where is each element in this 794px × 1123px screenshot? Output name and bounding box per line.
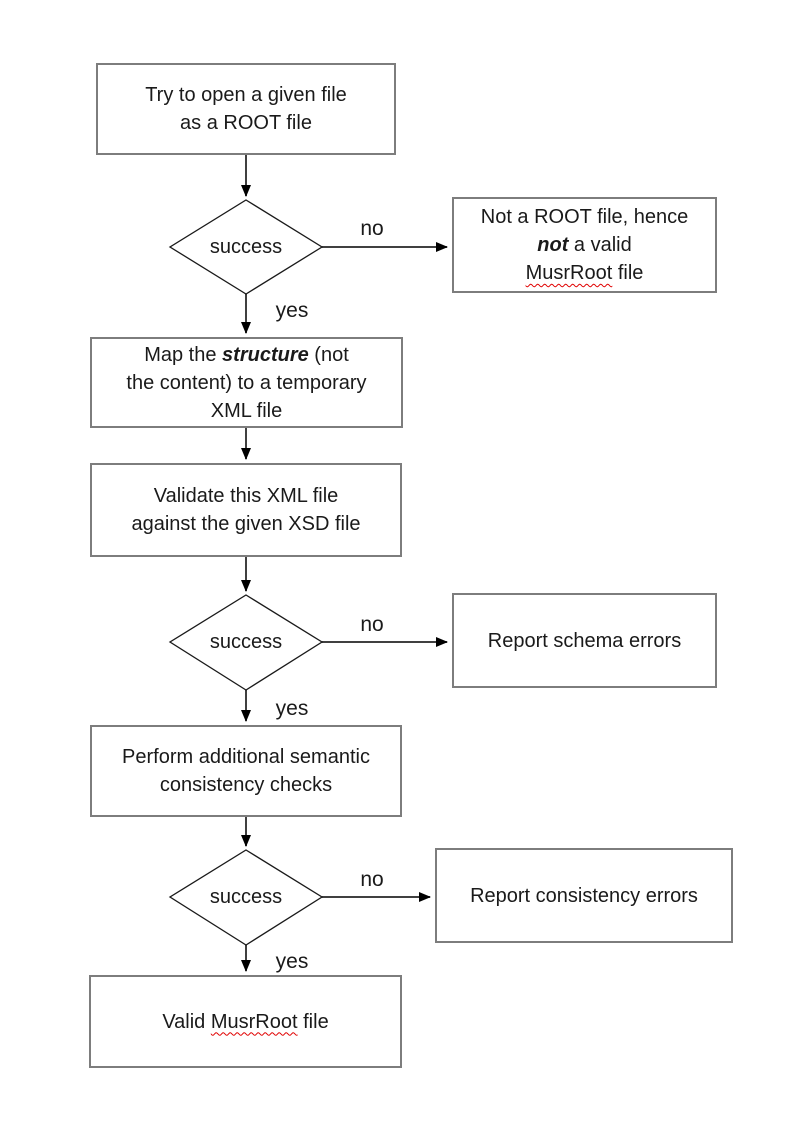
edge-label-yes-1: yes: [275, 299, 309, 322]
decision-diamond-1: [168, 199, 324, 295]
text-segment: structure: [222, 343, 309, 366]
flowchart-box-perform-checks: Perform additional semantic consistency c…: [90, 725, 402, 817]
box-text-valid-file: Valid MusrRoot file: [162, 1008, 328, 1036]
text-segment: file: [612, 262, 644, 284]
text-segment: Valid: [162, 1010, 211, 1033]
text-segment: Report consistency errors: [470, 884, 698, 907]
text-segment: MusrRoot: [525, 262, 613, 284]
text-segment: against the given XSD file: [131, 513, 361, 535]
edge-label-yes-3: yes: [275, 950, 309, 973]
text-segment: Not a ROOT file, hence: [480, 206, 689, 228]
edge-label-no-1: no: [360, 217, 384, 240]
flowchart-box-map-structure: Map the structure (not the content) to a …: [90, 337, 403, 428]
text-segment: the content) to a temporary: [126, 371, 367, 394]
flowchart-box-report-consistency: Report consistency errors: [435, 848, 733, 943]
text-segment: a valid: [568, 234, 632, 256]
box-text-validate-xml: Validate this XML file against the given …: [131, 482, 360, 538]
decision1-label: success: [209, 236, 283, 258]
box-text-report-consistency: Report consistency errors: [470, 882, 698, 910]
decision2-label: success: [209, 631, 283, 653]
flowchart-box-validate-xml: Validate this XML file against the given …: [90, 463, 402, 557]
edge-label-no-2: no: [360, 613, 384, 636]
decision-diamond-3: [168, 849, 324, 946]
flowchart-box-valid-file: Valid MusrRoot file: [89, 975, 402, 1068]
edge-label-no-3: no: [360, 868, 384, 891]
text-segment: (not: [308, 343, 349, 366]
text-segment: Map the: [144, 343, 223, 366]
text-segment: Perform additional semantic: [122, 746, 370, 768]
text-segment: XML file: [210, 399, 283, 422]
decision3-label: success: [209, 886, 283, 908]
flowchart-box-report-schema: Report schema errors: [452, 593, 717, 688]
box-text-report-schema: Report schema errors: [488, 627, 681, 655]
text-segment: file: [297, 1010, 329, 1033]
text-segment: Validate this XML file: [153, 485, 339, 507]
text-segment: consistency checks: [159, 774, 333, 796]
flowchart-box-try-open: Try to open a given file as a ROOT file: [96, 63, 396, 155]
text-segment: Report schema errors: [487, 629, 682, 652]
decision-diamond-2: [168, 594, 324, 691]
text-segment: MusrRoot: [210, 1010, 298, 1033]
text-segment: not: [537, 234, 569, 256]
text-segment: as a ROOT file: [180, 112, 312, 134]
box-text-map-structure: Map the structure (not the content) to a …: [126, 341, 366, 425]
box-text-try-open: Try to open a given file as a ROOT file: [145, 81, 347, 137]
edge-label-yes-2: yes: [275, 697, 309, 720]
box-text-perform-checks: Perform additional semantic consistency c…: [122, 743, 370, 799]
text-segment: Try to open a given file: [145, 84, 347, 106]
